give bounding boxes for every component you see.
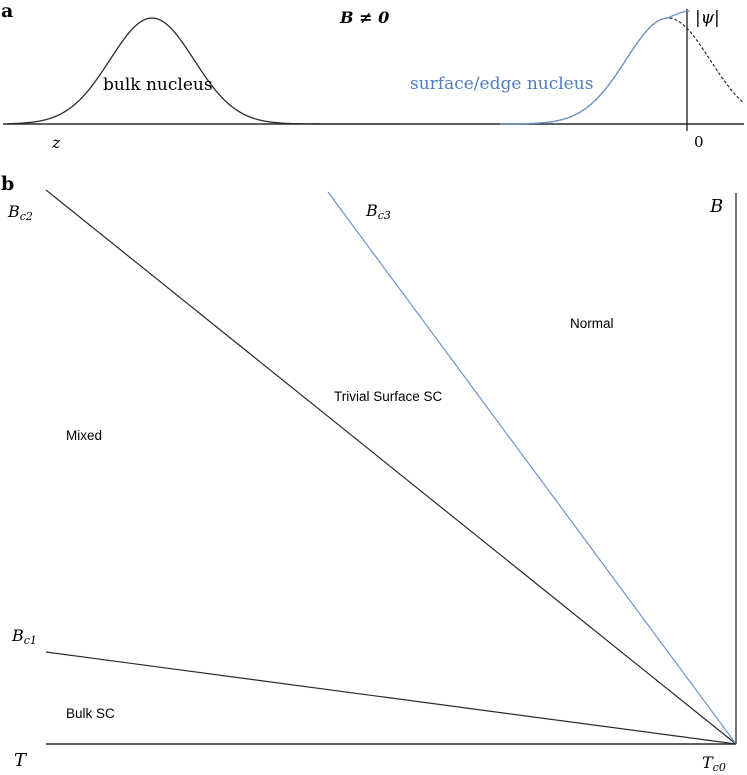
bulk-nucleus-label: bulk nucleus xyxy=(103,75,213,95)
surface-nucleus-curve xyxy=(500,10,690,125)
bc1-line xyxy=(45,651,737,745)
zero-tick-label: 0 xyxy=(694,133,704,151)
surface-nucleus-label: surface/edge nucleus xyxy=(410,74,593,94)
field-condition-label: B ≠ 0 xyxy=(339,8,389,27)
bulk-nucleus-curve xyxy=(7,17,400,125)
panel-b-letter: b xyxy=(1,173,14,195)
surface-nucleus-dashed-curve xyxy=(500,17,745,125)
region-trivial-surface-label: Trivial Surface SC xyxy=(334,389,443,404)
region-bulk-sc-label: Bulk SC xyxy=(66,706,115,721)
bc3-label: Bc3 xyxy=(365,201,391,222)
bc1-label: Bc1 xyxy=(11,626,37,647)
psi-magnitude-label: |ψ| xyxy=(695,8,720,28)
panel-a-letter: a xyxy=(1,0,13,22)
bc3-line xyxy=(327,191,737,745)
b-axis-label: B xyxy=(709,196,723,217)
z-axis-label: z xyxy=(51,133,61,152)
tc0-label: Tc0 xyxy=(702,753,726,774)
t-axis-label: T xyxy=(14,750,28,771)
bc2-label: Bc2 xyxy=(7,202,33,223)
region-mixed-label: Mixed xyxy=(66,428,102,443)
bc2-line xyxy=(45,189,737,745)
region-normal-label: Normal xyxy=(570,316,614,331)
